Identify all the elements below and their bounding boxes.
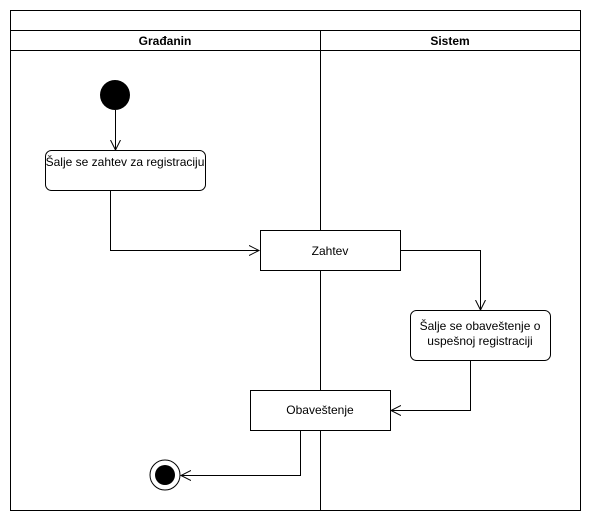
flow-notification-to-obavestenje <box>391 360 471 411</box>
object-obavestenje: Obaveštenje <box>250 390 391 431</box>
initial-node <box>100 80 130 110</box>
object-obavestenje-label: Obaveštenje <box>286 403 354 417</box>
action-send-notification-line1: Šalje se obaveštenje o <box>420 318 541 333</box>
lane-title-sistem: Sistem <box>430 34 469 48</box>
action-send-notification-line2: uspešnoj registraciji <box>427 334 532 348</box>
object-zahtev-label: Zahtev <box>312 244 349 258</box>
object-zahtev: Zahtev <box>260 230 401 271</box>
flow-request-to-zahtev <box>110 190 260 251</box>
final-node <box>149 459 181 491</box>
flow-zahtev-to-notification <box>400 250 481 311</box>
action-send-request: Šalje se zahtev za registraciju <box>45 150 206 191</box>
lane-title-gradjanin: Građanin <box>139 34 192 48</box>
flow-obavestenje-to-end <box>181 430 301 476</box>
action-send-request-label: Šalje se zahtev za registraciju <box>46 154 205 169</box>
action-send-notification: Šalje se obaveštenje o uspešnoj registra… <box>410 310 551 361</box>
